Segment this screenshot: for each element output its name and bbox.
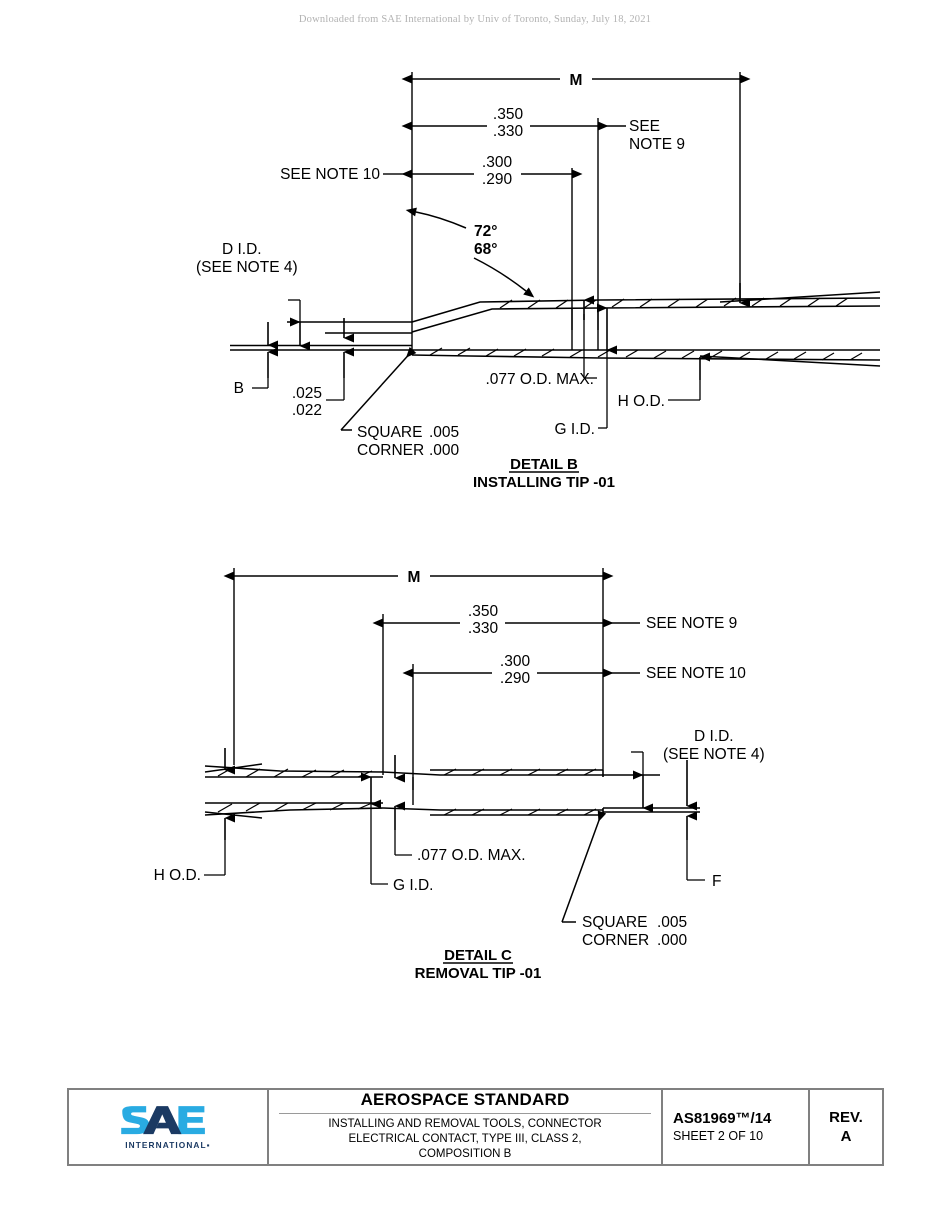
label-b-d-id-line2: (SEE NOTE 4) bbox=[196, 259, 298, 276]
tube-c-lower-inner-right bbox=[382, 807, 603, 811]
document-number: AS81969™/14 bbox=[673, 1109, 772, 1127]
break-c-upper-left bbox=[204, 763, 263, 773]
break-b-upper bbox=[719, 291, 881, 303]
label-b-350: .350 bbox=[493, 106, 524, 123]
label-c-square: SQUARE bbox=[582, 914, 647, 931]
label-c-h-od: H O.D. bbox=[154, 867, 201, 884]
sae-international-text: INTERNATIONAL▪ bbox=[125, 1139, 211, 1150]
label-b-330: .330 bbox=[493, 123, 524, 140]
hatch-c-lower-left bbox=[217, 802, 373, 813]
label-b-corner: CORNER bbox=[357, 442, 424, 459]
subtitle-line-1: INSTALLING AND REMOVAL TOOLS, CONNECTOR bbox=[328, 1117, 602, 1130]
download-watermark: Downloaded from SAE International by Uni… bbox=[298, 14, 652, 25]
tube-c-lower-outer-left bbox=[204, 807, 384, 816]
label-b-dim-B: B bbox=[234, 380, 244, 397]
technical-drawing-area: M .350 .330 .300 .290 SEE NOTE 9 SEE NOT… bbox=[154, 72, 881, 982]
label-b-h-od: H O.D. bbox=[618, 393, 665, 410]
label-c-d-id-line2: (SEE NOTE 4) bbox=[663, 746, 765, 763]
title-block: INTERNATIONAL▪ AEROSPACE STANDARD INSTAL… bbox=[67, 1088, 884, 1166]
label-c-corner: CORNER bbox=[582, 932, 649, 949]
label-c-corner-value: .000 bbox=[657, 932, 688, 949]
label-c-see-note-10: SEE NOTE 10 bbox=[646, 665, 746, 682]
leader-b-angle-upper bbox=[405, 207, 467, 229]
leader-b-square bbox=[340, 346, 417, 431]
hatch-c-lower-right bbox=[443, 808, 597, 816]
tube-b-lower-wall-outer bbox=[411, 354, 881, 361]
sheet-number: SHEET 2 OF 10 bbox=[673, 1129, 764, 1144]
label-b-025: .025 bbox=[292, 385, 322, 402]
label-b-see-note-10: SEE NOTE 10 bbox=[280, 166, 380, 183]
revision-cell: REV. A bbox=[810, 1090, 882, 1164]
label-b-square-value: .005 bbox=[429, 424, 459, 441]
label-c-od-max: .077 O.D. MAX. bbox=[417, 847, 526, 864]
label-b-od-max: .077 O.D. MAX. bbox=[485, 371, 594, 388]
caption-detail-c-sub: REMOVAL TIP -01 bbox=[415, 965, 542, 982]
label-c-d-id-line1: D I.D. bbox=[694, 728, 734, 745]
label-b-see-note-9-line2: NOTE 9 bbox=[629, 136, 685, 153]
hatch-c-upper-left bbox=[217, 767, 373, 778]
label-b-022: .022 bbox=[292, 402, 322, 419]
label-c-300: .300 bbox=[500, 653, 531, 670]
detail-b-labels: M .350 .330 .300 .290 SEE NOTE 9 SEE NOT… bbox=[196, 72, 685, 491]
sae-logo-cell: INTERNATIONAL▪ bbox=[69, 1090, 269, 1164]
caption-detail-b-sub: INSTALLING TIP -01 bbox=[473, 474, 615, 491]
caption-detail-c: DETAIL C bbox=[444, 947, 512, 964]
label-b-angle-68: 68° bbox=[474, 241, 497, 258]
standard-subtitle: INSTALLING AND REMOVAL TOOLS, CONNECTOR … bbox=[279, 1114, 651, 1163]
label-b-g-id: G I.D. bbox=[555, 421, 595, 438]
hatch-b-upper bbox=[499, 297, 849, 309]
label-b-angle-72: 72° bbox=[474, 223, 497, 240]
label-b-d-id-line1: D I.D. bbox=[222, 241, 262, 258]
label-b-see-note-9-line1: SEE bbox=[629, 118, 660, 135]
tube-b-upper-wall-inner bbox=[411, 305, 881, 333]
label-c-dim-F: F bbox=[712, 873, 721, 890]
detail-c-labels: M .350 .330 .300 .290 SEE NOTE 9 SEE NOT… bbox=[154, 569, 765, 982]
subtitle-line-3: COMPOSITION B bbox=[418, 1147, 512, 1160]
leader-b-angle-lower bbox=[473, 257, 535, 298]
leader-c-square bbox=[561, 810, 607, 923]
caption-detail-b: DETAIL B bbox=[510, 456, 578, 473]
hatch-c-upper-right bbox=[443, 768, 597, 776]
label-c-g-id: G I.D. bbox=[393, 877, 433, 894]
label-c-square-value: .005 bbox=[657, 914, 687, 931]
label-c-350: .350 bbox=[468, 603, 499, 620]
tube-c-upper-outer-right bbox=[382, 771, 603, 776]
label-c-see-note-9: SEE NOTE 9 bbox=[646, 615, 737, 632]
revision-label: REV. bbox=[829, 1108, 863, 1126]
detail-b-drawing bbox=[230, 72, 881, 473]
detail-c-drawing bbox=[204, 568, 705, 964]
document-number-cell: AS81969™/14 SHEET 2 OF 10 bbox=[663, 1090, 810, 1164]
label-b-corner-value: .000 bbox=[429, 442, 460, 459]
subtitle-line-2: ELECTRICAL CONTACT, TYPE III, CLASS 2, bbox=[348, 1132, 582, 1145]
label-c-290: .290 bbox=[500, 670, 531, 687]
label-b-square: SQUARE bbox=[357, 424, 422, 441]
standard-heading: AEROSPACE STANDARD bbox=[279, 1090, 651, 1114]
label-c-330: .330 bbox=[468, 620, 499, 637]
label-b-300: .300 bbox=[482, 154, 513, 171]
label-b-290: .290 bbox=[482, 171, 513, 188]
standard-title-cell: AEROSPACE STANDARD INSTALLING AND REMOVA… bbox=[269, 1090, 663, 1164]
break-b-lower bbox=[699, 355, 881, 367]
tube-b-upper-wall-outer bbox=[411, 297, 881, 323]
label-b-m: M bbox=[570, 72, 583, 89]
sae-logo-icon bbox=[121, 1106, 205, 1135]
revision-value: A bbox=[840, 1128, 852, 1145]
label-c-m: M bbox=[408, 569, 421, 586]
